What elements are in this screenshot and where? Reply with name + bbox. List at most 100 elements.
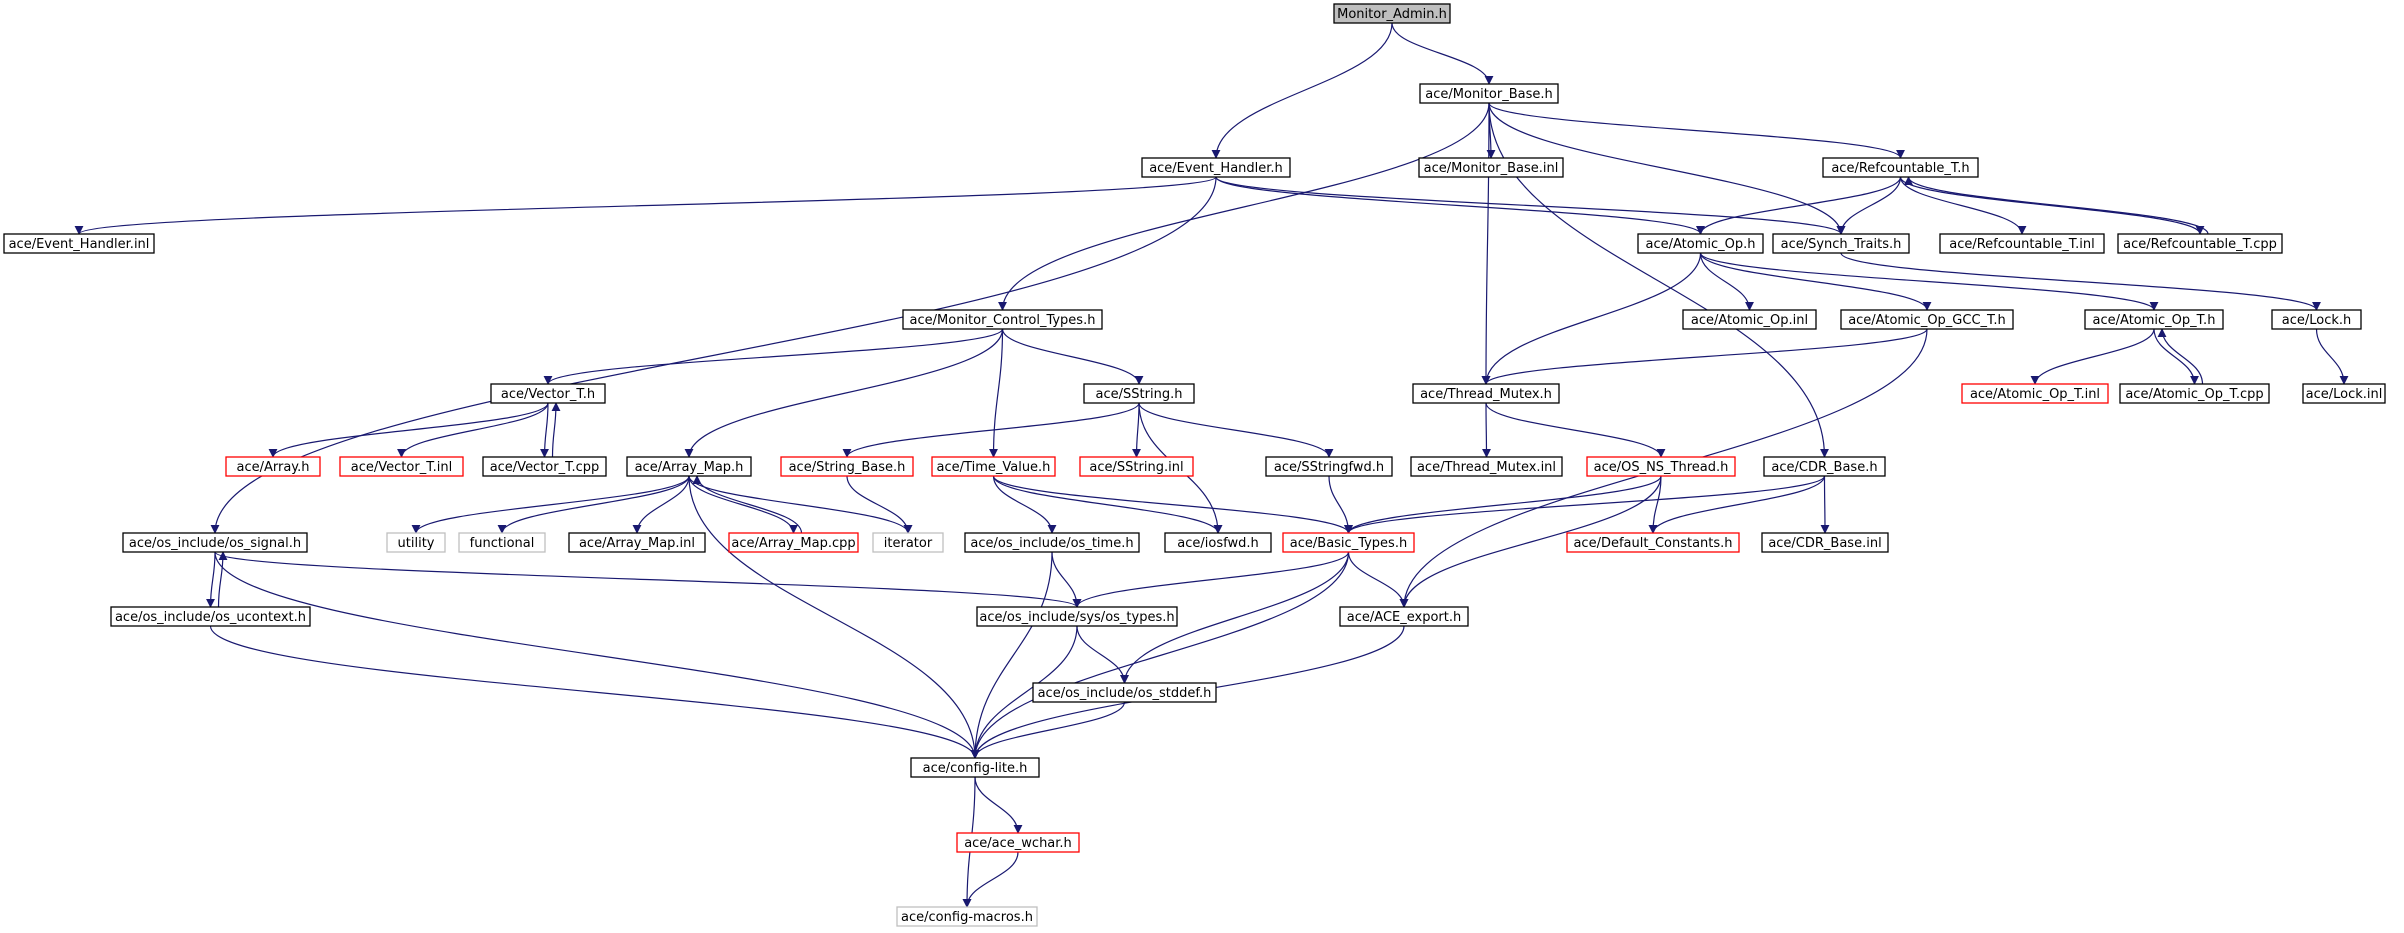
node-box [568,532,706,553]
graph-node-os-ns-thread-h[interactable]: ace/OS_NS_Thread.h [1586,456,1736,477]
edge-line [1344,475,1826,534]
graph-node-event-handler[interactable]: ace/Event_Handler.h [1141,157,1291,178]
edge-monitor-admin-to-monitor-base [1391,22,1494,85]
graph-node-monitor-control-types[interactable]: ace/Monitor_Control_Types.h [902,309,1103,330]
node-label: ace/Array_Map.inl [579,536,695,551]
edge-line [842,402,1140,458]
graph-node-event-handler-inl[interactable]: ace/Event_Handler.inl [3,233,155,254]
graph-node-vector-t-cpp[interactable]: ace/Vector_T.cpp [482,456,607,477]
graph-node-sstring-h[interactable]: ace/SString.h [1083,383,1195,404]
node-box [1763,456,1886,477]
graph-node-ace-wchar-h[interactable]: ace/ace_wchar.h [956,832,1080,853]
node-box [1637,233,1764,254]
graph-node-array-h[interactable]: ace/Array.h [225,456,321,477]
edge-vector-t-h-to-vector-t-cpp [540,402,550,458]
node-label: ace/Thread_Mutex.inl [1417,460,1556,475]
edge-line [2030,328,2155,385]
node-label: ace/CDR_Base.h [1771,460,1877,475]
graph-node-synch-traits[interactable]: ace/Synch_Traits.h [1772,233,1910,254]
edge-atomic-op-h-to-atomic-op-inl [1699,252,1754,311]
edge-line [1481,328,1928,385]
graph-node-basic-types-h[interactable]: ace/Basic_Types.h [1282,532,1415,553]
edge-monitor-base-to-refcountable-h [1488,102,1905,159]
edge-line [1699,252,2159,311]
edge-line [551,402,561,458]
graph-node-config-macros-h[interactable]: ace/config-macros.h [896,906,1038,927]
node-label: ace/SStringfwd.h [1274,460,1384,475]
graph-node-utility[interactable]: utility [386,532,446,553]
graph-node-time-value-h[interactable]: ace/Time_Value.h [931,456,1056,477]
graph-node-default-constants-h[interactable]: ace/Default_Constants.h [1566,532,1740,553]
edge-atomic-op-t-h-to-atomic-op-t-inl [2030,328,2155,385]
node-box [626,456,752,477]
edge-monitor-base-to-synch-traits [1488,102,1846,235]
graph-node-monitor-base-inl[interactable]: ace/Monitor_Base.inl [1418,157,1564,178]
edge-os-ucontext-h-to-os-signal-h [217,551,228,608]
graph-node-functional[interactable]: functional [458,532,546,553]
graph-node-monitor-admin[interactable]: Monitor_Admin.h [1333,3,1451,24]
edge-line [1485,402,1666,458]
graph-node-lock-h[interactable]: ace/Lock.h [2271,309,2362,330]
graph-node-array-map-inl[interactable]: ace/Array_Map.inl [568,532,706,553]
edge-line [1699,252,1932,311]
edge-line [1488,102,1846,235]
graph-node-iosfwd-h[interactable]: ace/iosfwd.h [1164,532,1272,553]
edge-sstring-h-to-sstring-inl [1132,402,1142,458]
node-box [2302,383,2386,404]
graph-node-os-ucontext-h[interactable]: ace/os_include/os_ucontext.h [110,606,311,627]
graph-node-ace-export-h[interactable]: ace/ACE_export.h [1339,606,1469,627]
graph-node-atomic-op-t-cpp[interactable]: ace/Atomic_Op_T.cpp [2119,383,2270,404]
node-box [780,456,914,477]
graph-node-os-signal-h[interactable]: ace/os_include/os_signal.h [122,532,308,553]
graph-node-sstringfwd-h[interactable]: ace/SStringfwd.h [1265,456,1393,477]
node-label: utility [398,536,435,551]
graph-node-vector-t-inl[interactable]: ace/Vector_T.inl [339,456,464,477]
node-label: ace/os_include/os_signal.h [129,536,301,551]
node-label: ace/iosfwd.h [1177,536,1258,551]
graph-node-cdr-base-h[interactable]: ace/CDR_Base.h [1763,456,1886,477]
node-label: ace/Event_Handler.inl [9,237,150,252]
graph-node-monitor-base[interactable]: ace/Monitor_Base.h [1419,83,1559,104]
graph-node-vector-t-h[interactable]: ace/Vector_T.h [490,383,606,404]
graph-node-os-types-h[interactable]: ace/os_include/sys/os_types.h [976,606,1178,627]
edge-line [206,551,216,608]
graph-node-refcountable-h[interactable]: ace/Refcountable_T.h [1822,157,1979,178]
graph-node-array-map-h[interactable]: ace/Array_Map.h [626,456,752,477]
graph-node-string-base-h[interactable]: ace/String_Base.h [780,456,914,477]
node-box [482,456,607,477]
graph-node-thread-mutex-h[interactable]: ace/Thread_Mutex.h [1412,383,1560,404]
node-box [490,383,606,404]
node-box [225,456,321,477]
graph-node-atomic-op-t-h[interactable]: ace/Atomic_Op_T.h [2084,309,2224,330]
graph-node-lock-inl[interactable]: ace/Lock.inl [2302,383,2386,404]
graph-node-os-time-h[interactable]: ace/os_include/os_time.h [964,532,1140,553]
graph-node-iterator[interactable]: iterator [872,532,944,553]
graph-node-refcountable-cpp[interactable]: ace/Refcountable_T.cpp [2117,233,2283,254]
graph-node-atomic-op-h[interactable]: ace/Atomic_Op.h [1637,233,1764,254]
graph-node-os-stddef-h[interactable]: ace/os_include/os_stddef.h [1032,682,1217,703]
edge-os-signal-h-to-config-lite-h [214,551,980,759]
edge-line [2157,328,2204,385]
edge-time-value-h-to-os-time-h [992,475,1057,534]
node-box [1333,3,1451,24]
edge-array-map-h-to-functional [497,475,690,534]
node-box [1761,532,1889,553]
node-box [339,456,464,477]
edge-line [684,328,1004,458]
graph-node-refcountable-inl[interactable]: ace/Refcountable_T.inl [1939,233,2105,254]
graph-node-array-map-cpp[interactable]: ace/Array_Map.cpp [728,532,859,553]
edge-line [1328,475,1353,534]
graph-node-config-lite-h[interactable]: ace/config-lite.h [910,757,1040,778]
graph-node-atomic-op-t-inl[interactable]: ace/Atomic_Op_T.inl [1961,383,2109,404]
edge-line [1001,328,1144,385]
edge-event-handler-to-event-handler-inl [74,176,1217,235]
node-label: ace/Monitor_Base.h [1425,87,1552,102]
graph-node-thread-mutex-inl[interactable]: ace/Thread_Mutex.inl [1410,456,1563,477]
edge-line [1820,475,1830,534]
graph-node-cdr-base-inl[interactable]: ace/CDR_Base.inl [1761,532,1889,553]
graph-node-atomic-op-inl[interactable]: ace/Atomic_Op.inl [1682,309,1817,330]
graph-node-sstring-inl[interactable]: ace/SString.inl [1079,456,1194,477]
edge-vector-t-h-to-array-h [268,402,549,458]
graph-node-atomic-op-gcc[interactable]: ace/Atomic_Op_GCC_T.h [1840,309,2014,330]
node-box [110,606,311,627]
